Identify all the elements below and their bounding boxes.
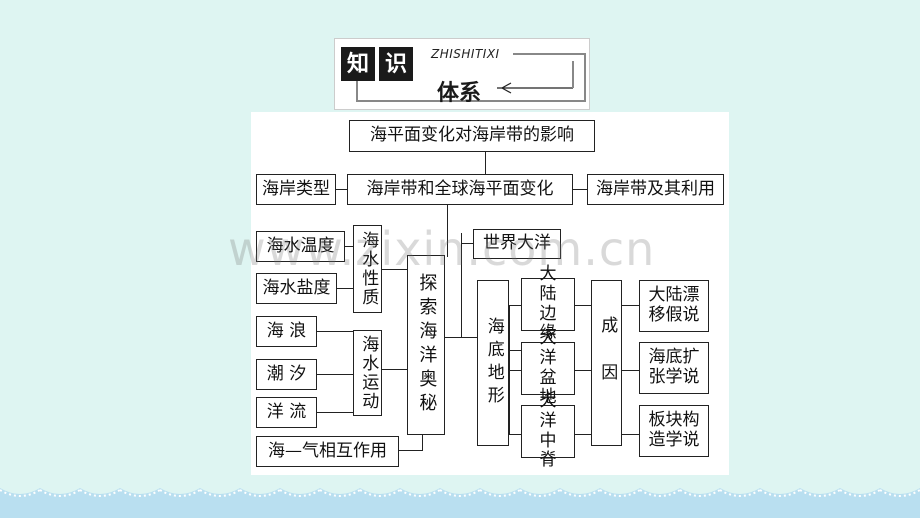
- nature-box: 海水性质: [353, 225, 382, 313]
- connector: [509, 305, 521, 307]
- connector: [399, 450, 422, 452]
- left-box-currents: 洋 流: [256, 397, 317, 428]
- connector: [575, 434, 591, 436]
- connector: [575, 305, 591, 307]
- connector: [485, 150, 487, 176]
- left-box-tides: 潮 汐: [256, 359, 317, 390]
- header-arrow-frame: [356, 53, 586, 102]
- connector: [509, 370, 521, 372]
- connector: [461, 233, 463, 338]
- coast-use-box: 海岸带及其利用: [587, 174, 724, 205]
- cause-box: 成因: [591, 280, 622, 446]
- concept-diagram: 海平面变化对海岸带的影响 海岸类型 海岸带和全球海平面变化 海岸带及其利用 海水…: [251, 112, 729, 475]
- connector: [382, 269, 407, 271]
- air-sea-box: 海—气相互作用: [256, 436, 399, 467]
- connector: [622, 434, 639, 436]
- connector: [382, 369, 407, 371]
- left-box-salinity: 海水盐度: [256, 273, 337, 304]
- connector: [461, 243, 473, 245]
- connector: [509, 350, 521, 352]
- header-title: 体系: [437, 80, 482, 106]
- connector: [575, 370, 591, 372]
- theory-continental-drift: 大陆漂移假说: [639, 280, 709, 332]
- header-char-1: 知: [341, 47, 375, 81]
- explore-box: 探索海洋奥秘: [407, 255, 445, 435]
- landform-ocean-basin: 大洋盆地: [521, 329, 575, 407]
- world-ocean-box: 世界大洋: [473, 229, 561, 259]
- connector: [573, 189, 587, 191]
- theory-plate-tectonics: 板块构造学说: [639, 405, 709, 457]
- header-english: ZHISHITIXI: [431, 47, 500, 61]
- landform-continental-margin: 大陆边缘: [521, 265, 575, 343]
- connector: [335, 189, 347, 191]
- connector: [509, 434, 521, 436]
- section-header: 知 识 ZHISHITIXI 体系: [334, 38, 590, 110]
- scallop-border-decoration: [0, 486, 920, 518]
- connector: [447, 202, 449, 257]
- coast-types-box: 海岸类型: [256, 174, 336, 205]
- header-char-2: 识: [379, 47, 413, 81]
- connector: [317, 412, 353, 414]
- connector: [317, 331, 353, 333]
- watermark: www.zixin.com.cn: [228, 222, 656, 276]
- connector: [622, 305, 639, 307]
- left-box-waves: 海 浪: [256, 316, 317, 347]
- connector: [337, 288, 353, 290]
- connector: [345, 246, 353, 248]
- landform-mid-ocean-ridge: 大洋中脊: [521, 392, 575, 470]
- connector: [622, 370, 639, 372]
- coast-sea-level-box: 海岸带和全球海平面变化: [347, 174, 573, 205]
- theory-seafloor-spreading: 海底扩张学说: [639, 342, 709, 394]
- motion-box: 海水运动: [353, 330, 382, 416]
- left-box-temperature: 海水温度: [256, 231, 345, 262]
- seabed-box: 海底地形: [477, 280, 509, 446]
- connector: [317, 374, 353, 376]
- title-box: 海平面变化对海岸带的影响: [349, 120, 595, 152]
